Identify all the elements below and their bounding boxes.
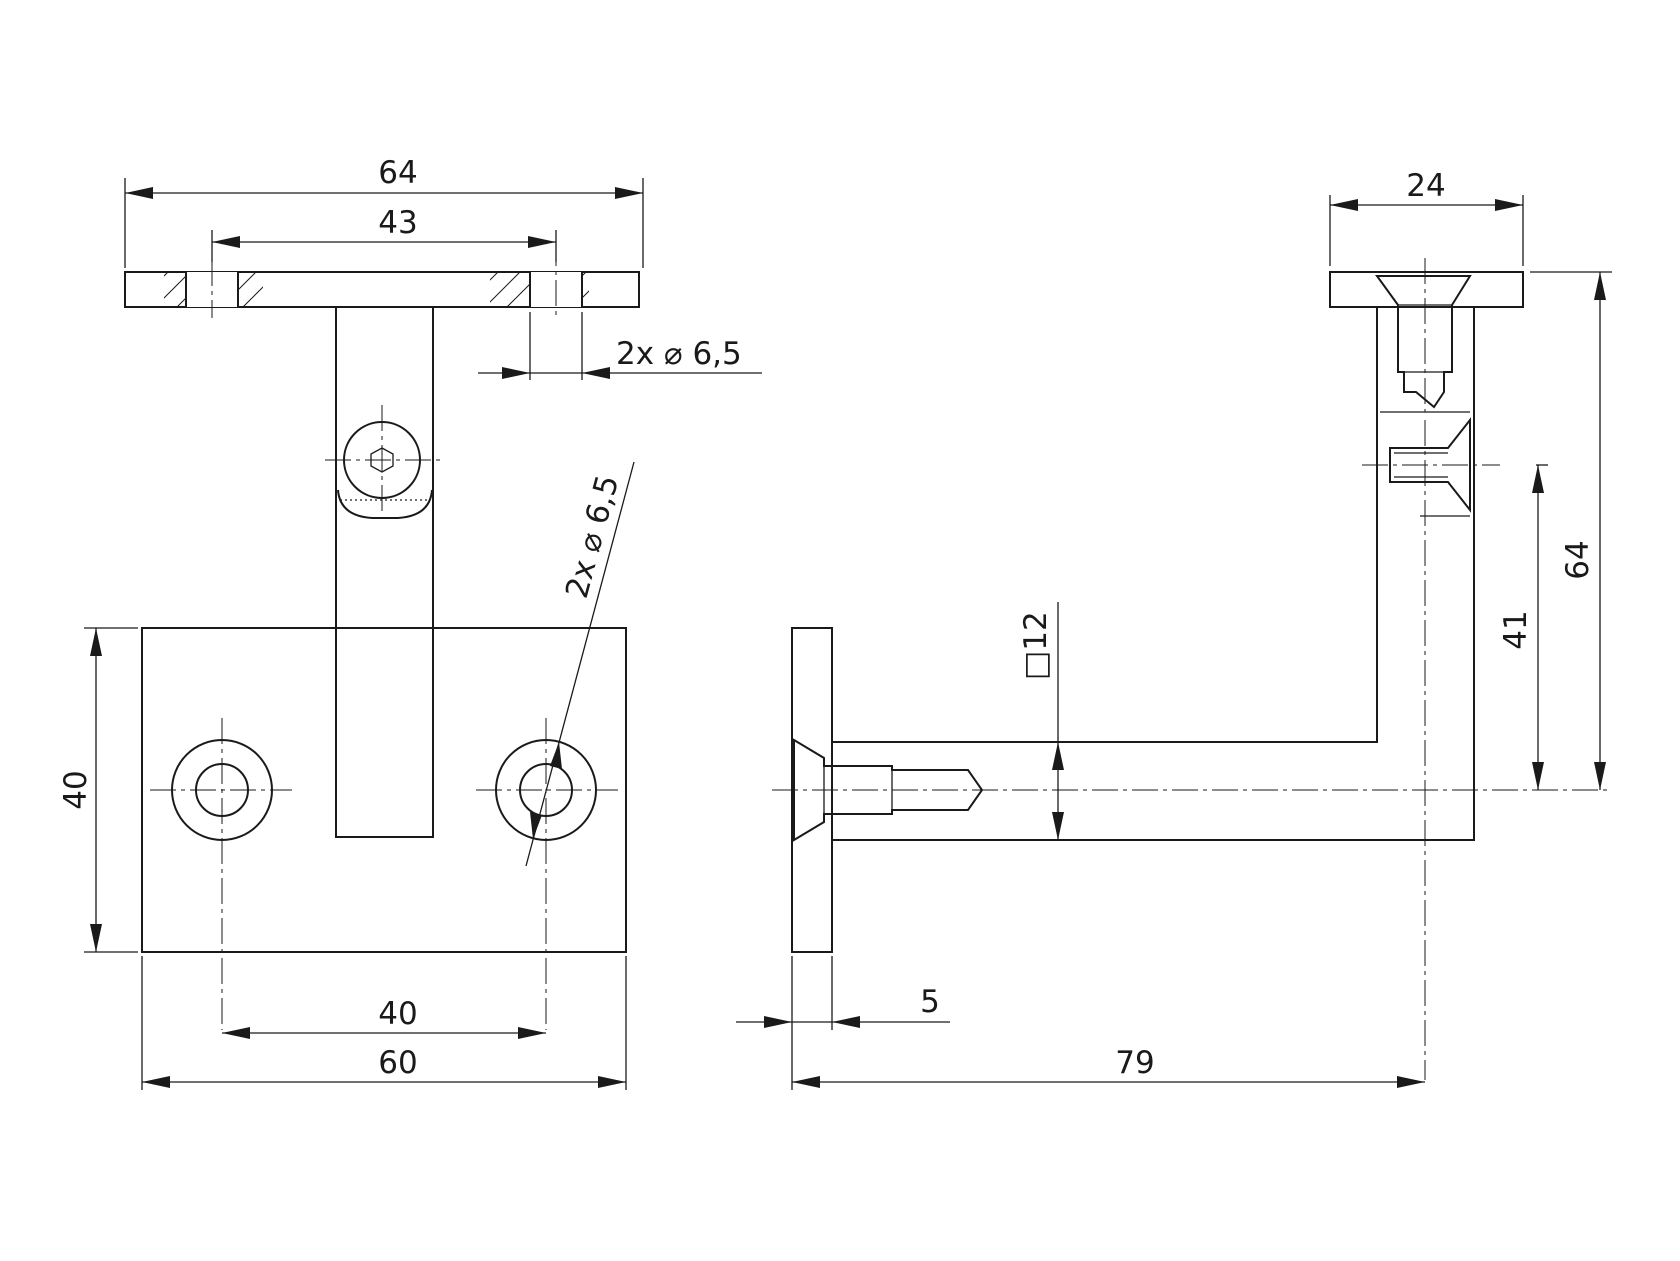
dim-top-plate-width: 64 (124, 155, 644, 268)
dim-base-hole-spacing: 40 (222, 996, 546, 1039)
dim-top-holes: 2x ⌀ 6,5 (478, 312, 762, 380)
dim-64-top-label: 64 (378, 155, 417, 191)
dim-pin-height: 41 (1498, 464, 1548, 790)
base-hole-left (150, 718, 292, 1030)
hex-socket-icon (370, 447, 394, 473)
dim-base-holes: 2x ⌀ 6,5 (525, 461, 635, 867)
side-section-view: 24 64 41 □12 (736, 168, 1612, 1090)
hinge-joint (325, 405, 442, 519)
dim-projection: 79 (792, 1045, 1425, 1088)
dim-saddle-width: 24 (1329, 168, 1524, 266)
dim-40-spacing-label: 40 (378, 996, 417, 1032)
dim-hole-spacing-top: 43 (211, 205, 557, 262)
dim-bar-section: □12 (1018, 602, 1064, 840)
side-saddle-plate (1329, 271, 1524, 308)
top-screw (1375, 258, 1472, 420)
dim-43-label: 43 (378, 205, 417, 241)
dim-base-holes-label: 2x ⌀ 6,5 (559, 471, 626, 602)
l-bar-section (831, 306, 1475, 841)
dim-60-label: 60 (378, 1045, 417, 1081)
dim-5-label: 5 (920, 984, 940, 1020)
dim-12-label: □12 (1018, 611, 1054, 680)
dim-40-height-label: 40 (58, 770, 94, 809)
front-view: 64 43 2x ⌀ 6,5 40 (58, 155, 762, 1090)
dim-base-width: 60 (141, 956, 627, 1090)
dim-wall-plate-thickness: 5 (736, 956, 950, 1090)
vertical-post (335, 306, 434, 838)
dim-79-label: 79 (1115, 1045, 1154, 1081)
dim-41-label: 41 (1498, 610, 1534, 649)
dim-base-height: 40 (58, 627, 138, 953)
dim-top-holes-label: 2x ⌀ 6,5 (616, 336, 742, 372)
wall-screw (772, 738, 1610, 842)
dim-24-label: 24 (1406, 168, 1445, 204)
hinge-screw-side (1362, 411, 1500, 517)
dim-64-height-label: 64 (1560, 540, 1596, 579)
dim-total-height: 64 (1530, 271, 1612, 790)
base-hole-right (476, 718, 618, 1030)
